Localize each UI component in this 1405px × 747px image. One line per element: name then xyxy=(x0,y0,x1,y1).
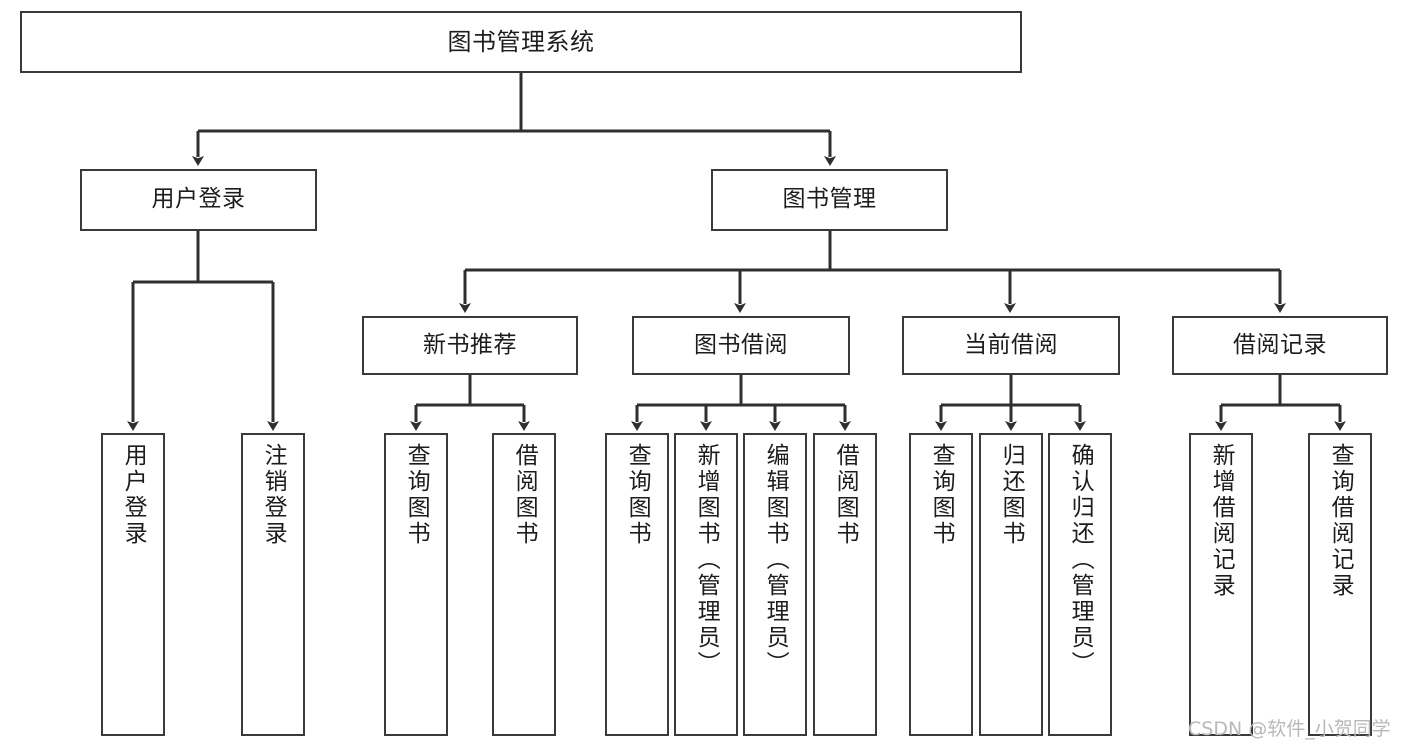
node-root[interactable]: 图书管理系统 xyxy=(20,11,1022,73)
node-user-login-label: 用户登录 xyxy=(151,186,246,213)
node-leaf-add-book-label: 新增图书（管理员） xyxy=(693,443,720,677)
node-leaf-query-record[interactable]: 查询借阅记录 xyxy=(1308,433,1372,736)
node-leaf-borrow-book-1[interactable]: 借阅图书 xyxy=(492,433,556,736)
node-borrow-record[interactable]: 借阅记录 xyxy=(1172,316,1388,375)
node-borrow-record-label: 借阅记录 xyxy=(1233,331,1327,358)
node-book-manage[interactable]: 图书管理 xyxy=(711,169,948,231)
node-book-manage-label: 图书管理 xyxy=(782,186,877,213)
node-leaf-add-book[interactable]: 新增图书（管理员） xyxy=(674,433,738,736)
node-leaf-edit-book[interactable]: 编辑图书（管理员） xyxy=(743,433,807,736)
watermark: CSDN @软件_小贺同学 xyxy=(1188,718,1391,740)
node-leaf-borrow-book-2[interactable]: 借阅图书 xyxy=(813,433,877,736)
node-leaf-confirm-return[interactable]: 确认归还（管理员） xyxy=(1048,433,1112,736)
node-new-book-recommend[interactable]: 新书推荐 xyxy=(362,316,578,375)
node-leaf-logout-label: 注销登录 xyxy=(260,443,287,547)
node-leaf-user-login-label: 用户登录 xyxy=(120,443,147,547)
node-leaf-return-book[interactable]: 归还图书 xyxy=(979,433,1043,736)
node-leaf-add-record-label: 新增借阅记录 xyxy=(1208,443,1235,599)
node-current-borrow[interactable]: 当前借阅 xyxy=(902,316,1120,375)
node-leaf-logout[interactable]: 注销登录 xyxy=(241,433,305,736)
node-leaf-borrow-book-1-label: 借阅图书 xyxy=(511,443,538,547)
node-book-borrow[interactable]: 图书借阅 xyxy=(632,316,850,375)
node-new-book-recommend-label: 新书推荐 xyxy=(423,331,517,358)
node-leaf-borrow-book-2-label: 借阅图书 xyxy=(832,443,859,547)
node-leaf-query-book-1-label: 查询图书 xyxy=(403,443,430,547)
node-leaf-query-book-2-label: 查询图书 xyxy=(624,443,651,547)
node-root-label: 图书管理系统 xyxy=(447,27,595,56)
node-leaf-query-record-label: 查询借阅记录 xyxy=(1327,443,1354,599)
node-leaf-query-book-2[interactable]: 查询图书 xyxy=(605,433,669,736)
node-leaf-user-login[interactable]: 用户登录 xyxy=(101,433,165,736)
node-leaf-query-book-3-label: 查询图书 xyxy=(928,443,955,547)
node-leaf-query-book-1[interactable]: 查询图书 xyxy=(384,433,448,736)
node-leaf-return-book-label: 归还图书 xyxy=(998,443,1025,547)
node-leaf-edit-book-label: 编辑图书（管理员） xyxy=(762,443,789,677)
node-user-login[interactable]: 用户登录 xyxy=(80,169,317,231)
node-leaf-query-book-3[interactable]: 查询图书 xyxy=(909,433,973,736)
node-leaf-confirm-return-label: 确认归还（管理员） xyxy=(1067,443,1094,677)
node-leaf-add-record[interactable]: 新增借阅记录 xyxy=(1189,433,1253,736)
node-current-borrow-label: 当前借阅 xyxy=(964,331,1058,358)
node-book-borrow-label: 图书借阅 xyxy=(694,331,788,358)
